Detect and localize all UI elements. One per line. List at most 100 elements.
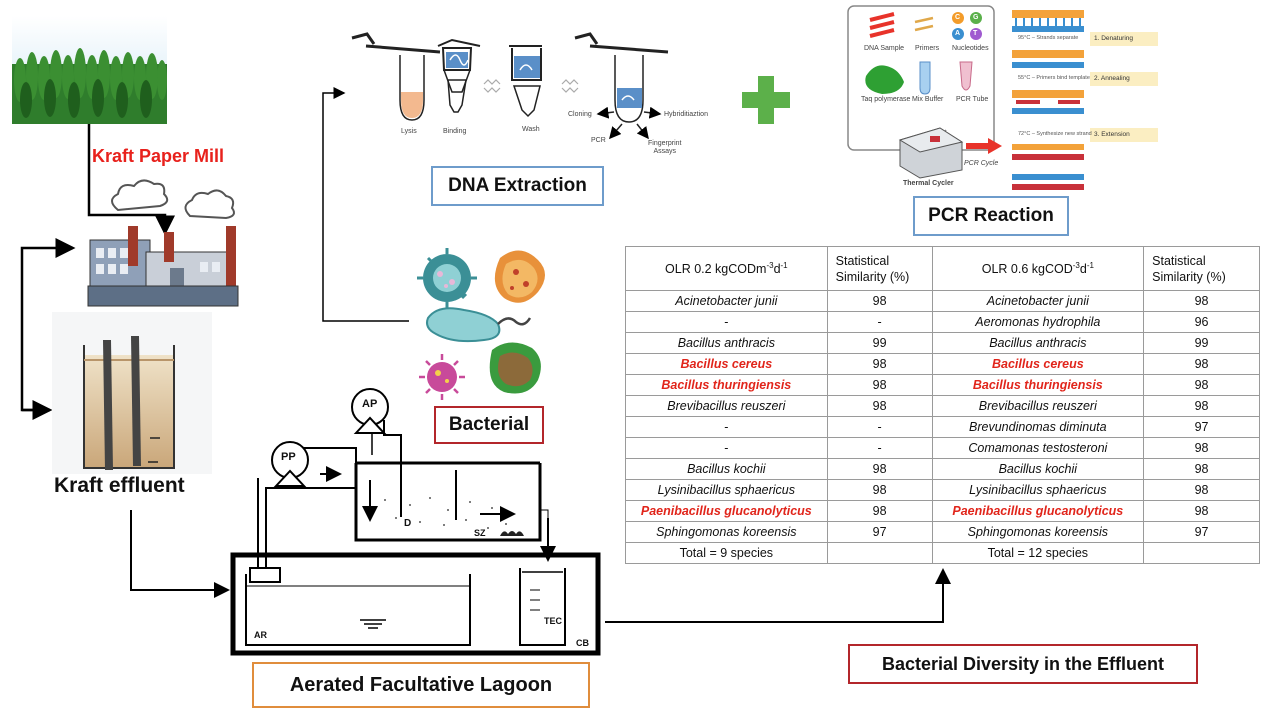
step-1-label: 1. Denaturing — [1094, 35, 1134, 42]
similarity-low: - — [826, 437, 933, 459]
nucleotide-a — [952, 28, 964, 40]
pcr-reaction-label: PCR Reaction — [913, 196, 1069, 236]
pcr-step-label: PCR — [591, 137, 606, 144]
plus-icon — [742, 76, 790, 124]
taq-label: Taq polymerase — [861, 96, 911, 103]
bacteria-icons — [417, 248, 545, 400]
nucleotide-g — [970, 12, 982, 24]
similarity-low: 98 — [826, 458, 933, 480]
species-high: Brevundinomas diminuta — [931, 416, 1145, 438]
step-3-temp: 72°C – Synthesize new strand — [1018, 131, 1092, 137]
species-high: Paenibacillus glucanolyticus — [931, 500, 1145, 522]
similarity-low: - — [826, 311, 933, 333]
nucleotide-c — [952, 12, 964, 24]
similarity-high: 98 — [1143, 395, 1260, 417]
similarity-high: 98 — [1143, 353, 1260, 375]
bacteria-orange-icon — [494, 250, 545, 303]
total-low-empty — [826, 542, 933, 564]
species-low: Acinetobacter junii — [625, 290, 828, 312]
species-high: Bacillus cereus — [931, 353, 1145, 375]
similarity-low: 98 — [826, 479, 933, 501]
species-high: Bacillus thuringiensis — [931, 374, 1145, 396]
nucleotide-t-label: T — [973, 30, 978, 37]
tec-label: TEC — [544, 616, 562, 626]
pcr-tube-label: PCR Tube — [956, 96, 989, 103]
species-table: OLR 0.2 kgCODm-3d-1 Statistical Similari… — [625, 246, 1260, 564]
step-3-label: 3. Extension — [1094, 131, 1130, 138]
species-low: Brevibacillus reuszeri — [625, 395, 828, 417]
olr-low-header: OLR 0.2 kgCODm-3d-1 — [625, 246, 828, 291]
species-low: Sphingomonas koreensis — [625, 521, 828, 543]
species-high: Bacillus anthracis — [931, 332, 1145, 354]
similarity-high: 96 — [1143, 311, 1260, 333]
species-high: Brevibacillus reuszeri — [931, 395, 1145, 417]
similarity-high: 98 — [1143, 290, 1260, 312]
dna-sample-label: DNA Sample — [864, 45, 905, 52]
similarity-low: - — [826, 416, 933, 438]
similarity-header-high: Statistical Similarity (%) — [1143, 246, 1260, 291]
similarity-high: 98 — [1143, 437, 1260, 459]
species-low: Lysinibacillus sphaericus — [625, 479, 828, 501]
bacteria-green-icon — [489, 342, 541, 394]
settling-zone-label: SZ — [474, 528, 486, 538]
primers-label: Primers — [915, 45, 940, 52]
diffuser-label: D — [404, 518, 412, 529]
lysis-label: Lysis — [401, 128, 417, 135]
species-high: Aeromonas hydrophila — [931, 311, 1145, 333]
lagoon-label: Aerated Facultative Lagoon — [252, 662, 590, 708]
lagoon-schematic — [230, 388, 601, 656]
similarity-high: 98 — [1143, 374, 1260, 396]
pcr-illustration — [847, 5, 1158, 190]
peristaltic-pump-label: PP — [281, 451, 296, 463]
table-header-row: OLR 0.2 kgCODm-3d-1 Statistical Similari… — [625, 246, 1260, 291]
total-low: Total = 9 species — [625, 542, 828, 564]
olr-high-header: OLR 0.6 kgCOD-3d-1 — [931, 246, 1145, 291]
similarity-high: 97 — [1143, 521, 1260, 543]
cb-label: CB — [576, 638, 589, 648]
species-low: - — [625, 311, 828, 333]
similarity-low: 98 — [826, 500, 933, 522]
species-high: Sphingomonas koreensis — [931, 521, 1145, 543]
total-high-empty — [1143, 542, 1260, 564]
sludge-particles — [384, 497, 524, 536]
thermal-cycler-icon — [898, 127, 964, 179]
species-high: Lysinibacillus sphaericus — [931, 479, 1145, 501]
mix-buffer-label: Mix Buffer — [912, 96, 944, 103]
kraft-paper-mill-label: Kraft Paper Mill — [92, 146, 225, 166]
species-low: - — [625, 416, 828, 438]
similarity-high: 98 — [1143, 458, 1260, 480]
nucleotide-g-label: G — [973, 14, 979, 21]
diversity-label: Bacterial Diversity in the Effluent — [848, 644, 1198, 684]
primers-icon — [914, 16, 934, 32]
dna-sample-icon — [869, 12, 895, 38]
species-low: Paenibacillus glucanolyticus — [625, 500, 828, 522]
bacteria-pink-icon — [419, 354, 465, 400]
similarity-low: 98 — [826, 353, 933, 375]
similarity-low: 98 — [826, 290, 933, 312]
similarity-low: 99 — [826, 332, 933, 354]
species-low: Bacillus kochii — [625, 458, 828, 480]
similarity-high: 98 — [1143, 500, 1260, 522]
similarity-header-low: Statistical Similarity (%) — [826, 246, 933, 291]
species-low: Bacillus thuringiensis — [625, 374, 828, 396]
hybridization-label: Hybriditiaztion — [664, 111, 708, 118]
similarity-high: 98 — [1143, 479, 1260, 501]
dna-extraction-illustration — [351, 32, 669, 140]
step-1-temp: 95°C – Strands separate — [1018, 35, 1079, 41]
nucleotide-c-label: C — [955, 14, 961, 21]
similarity-high: 97 — [1143, 416, 1260, 438]
binding-label: Binding — [443, 128, 467, 135]
bacterial-label: Bacterial — [434, 406, 544, 444]
aeration-reactor-label: AR — [254, 630, 267, 640]
